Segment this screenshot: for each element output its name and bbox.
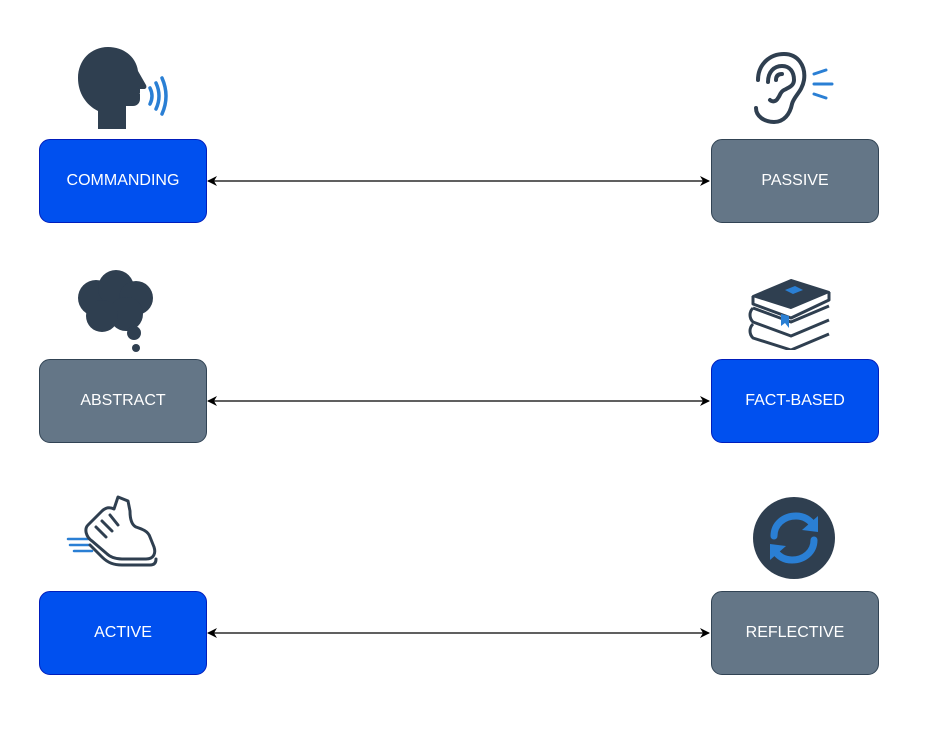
reflective-label: REFLECTIVE	[745, 624, 845, 641]
ear-icon	[754, 52, 834, 124]
thought-cloud-icon	[78, 270, 153, 352]
fact-based-label: FACT-BASED	[745, 392, 845, 409]
passive-label: PASSIVE	[761, 172, 829, 189]
running-shoe-icon	[66, 495, 158, 567]
passive-box[interactable]: PASSIVE	[711, 139, 879, 223]
speaking-head-icon	[78, 47, 168, 129]
commanding-label: COMMANDING	[66, 172, 180, 189]
commanding-box[interactable]: COMMANDING	[39, 139, 207, 223]
fact-based-box[interactable]: FACT-BASED	[711, 359, 879, 443]
active-label: ACTIVE	[94, 624, 152, 641]
active-box[interactable]: ACTIVE	[39, 591, 207, 675]
abstract-box[interactable]: ABSTRACT	[39, 359, 207, 443]
books-icon	[748, 279, 831, 350]
reflective-box[interactable]: REFLECTIVE	[711, 591, 879, 675]
refresh-icon	[753, 497, 835, 579]
abstract-label: ABSTRACT	[80, 392, 166, 409]
